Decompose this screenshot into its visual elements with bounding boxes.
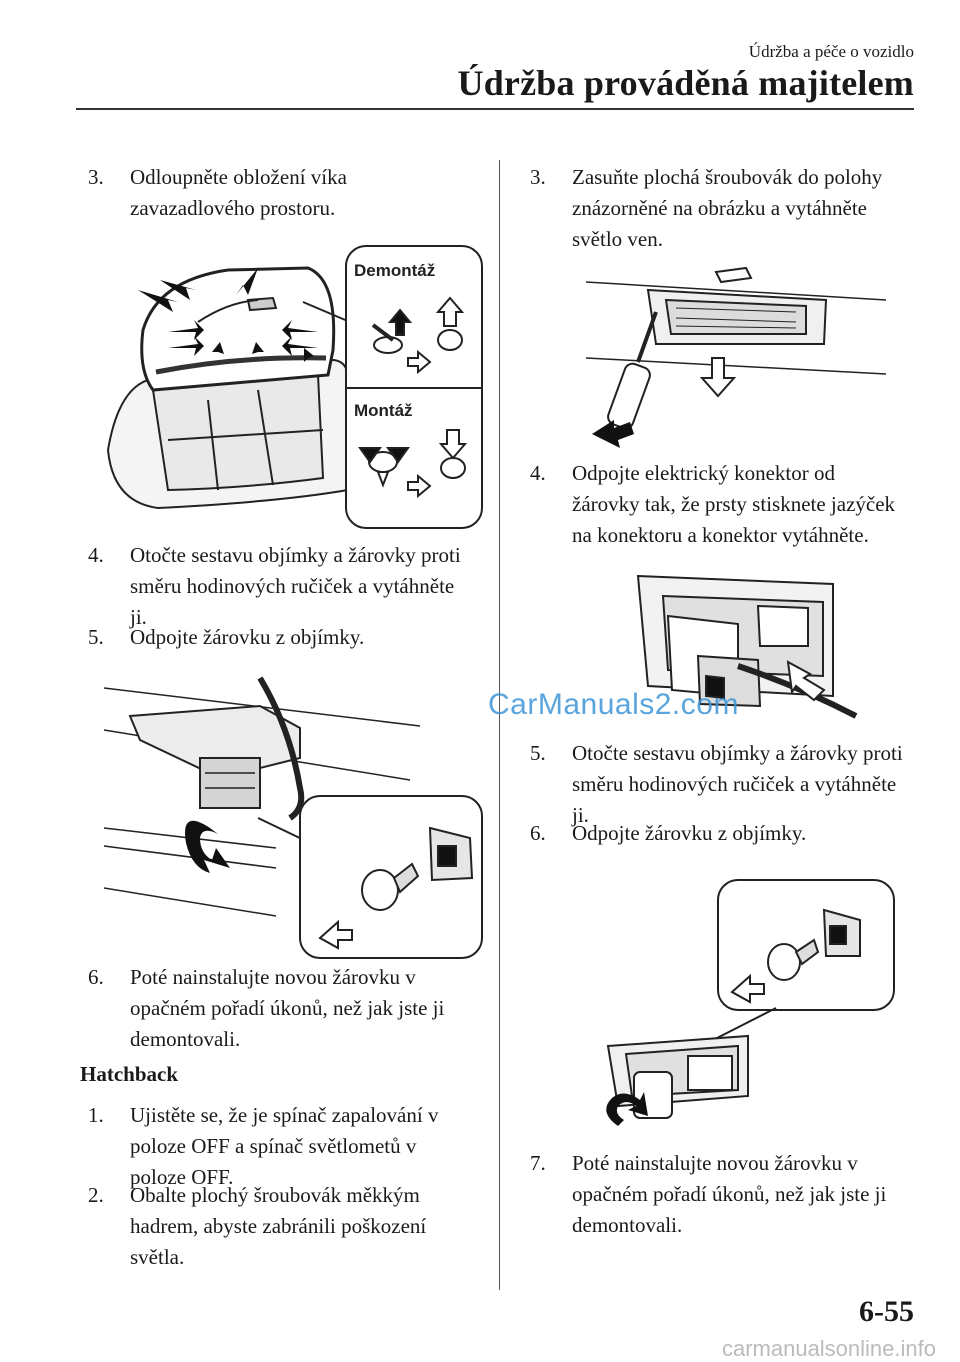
clip-callout-panel: Demontáž Montáž bbox=[345, 245, 483, 529]
socket-icon bbox=[428, 826, 474, 882]
site-watermark: CarManuals2.com bbox=[488, 688, 739, 721]
down-arrow-icon bbox=[699, 357, 737, 398]
trunk-lid-trim-figure: Demontáž Montáž bbox=[106, 245, 483, 529]
hatchback-bulb-figure bbox=[606, 879, 895, 1126]
right-step-6: 6. Odpojte žárovku z objímky. bbox=[530, 821, 807, 845]
clip-remove-icons bbox=[371, 296, 465, 375]
lamp-body bbox=[606, 1034, 749, 1119]
screwdriver-pry-figure bbox=[586, 266, 887, 448]
bulb-icon bbox=[361, 862, 420, 911]
bulb-socket-removal-figure bbox=[103, 676, 483, 959]
lamp-housing bbox=[646, 266, 828, 345]
pull-arrow-icon bbox=[786, 660, 826, 702]
license-lamp-drawing bbox=[128, 676, 305, 821]
rotate-arrow-icon bbox=[185, 820, 230, 873]
rotate-arrow-icon bbox=[606, 1092, 648, 1126]
connector-disconnect-figure bbox=[636, 574, 858, 719]
hatchback-callout-panel bbox=[717, 879, 895, 1011]
left-step-4: 4. Otočte sestavu objímky a žárovky prot… bbox=[88, 543, 461, 629]
trunk-drawing bbox=[106, 266, 349, 510]
pry-arrow-icon bbox=[592, 420, 634, 448]
callout-line bbox=[257, 817, 305, 841]
pull-arrow-icon bbox=[318, 919, 353, 950]
connector-drawing bbox=[666, 614, 858, 719]
right-step-5: 5. Otočte sestavu objímky a žárovky prot… bbox=[530, 741, 903, 827]
pull-arrow-icon bbox=[730, 973, 765, 1004]
hatchback-step-1: 1. Ujistěte se, že je spínač zapalování … bbox=[88, 1103, 439, 1189]
footer-watermark: carmanualsonline.info bbox=[721, 1336, 936, 1361]
socket-icon bbox=[822, 908, 861, 957]
screwdriver-icon bbox=[607, 311, 658, 430]
bulb-icon bbox=[767, 938, 820, 981]
callout-line bbox=[302, 301, 351, 323]
bulb-callout-panel bbox=[299, 795, 483, 959]
page-title: Údržba prováděná majitelem bbox=[457, 63, 914, 103]
running-section-title: Údržba a péče o vozidlo bbox=[748, 42, 914, 61]
clip-arrows bbox=[138, 268, 328, 380]
column-divider bbox=[499, 160, 500, 1290]
hatchback-subheading: Hatchback bbox=[80, 1062, 179, 1086]
page-number: 6-55 bbox=[859, 1295, 914, 1328]
header-rule bbox=[76, 108, 914, 110]
remove-label: Demontáž bbox=[354, 261, 435, 280]
clip-install-icons bbox=[358, 429, 468, 499]
left-step-5: 5. Odpojte žárovku z objímky. bbox=[88, 625, 365, 649]
install-label: Montáž bbox=[354, 401, 413, 420]
